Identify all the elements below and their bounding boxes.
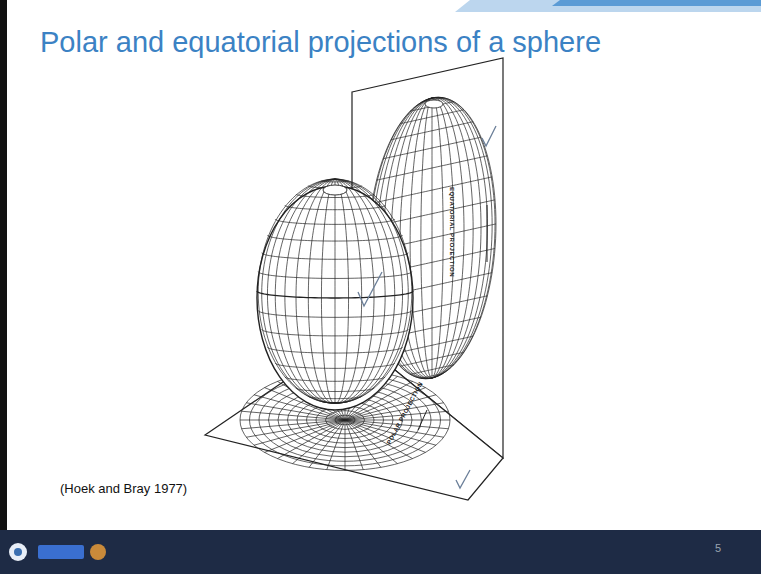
check-mark <box>482 126 496 146</box>
pole-hole <box>323 185 347 195</box>
logo <box>9 543 27 561</box>
sphere-figure <box>205 58 503 500</box>
check-mark <box>456 470 470 488</box>
slide-number: 5 <box>715 542 721 554</box>
sphere-grid <box>257 179 413 403</box>
bottom-bar <box>0 530 761 574</box>
pole-hole <box>425 100 443 108</box>
slide-title: Polar and equatorial projections of a sp… <box>40 26 601 59</box>
check-mark <box>358 272 382 306</box>
label-underline <box>487 205 488 262</box>
label-underline <box>418 410 427 430</box>
plane-label: EQUATORIAL PROJECTION <box>449 187 455 277</box>
top-accent <box>552 0 761 6</box>
logo <box>14 548 22 556</box>
left-bar <box>0 0 7 530</box>
logo <box>38 545 84 559</box>
top-accent <box>455 0 761 12</box>
logo <box>90 544 106 560</box>
citation: (Hoek and Bray 1977) <box>60 481 187 496</box>
